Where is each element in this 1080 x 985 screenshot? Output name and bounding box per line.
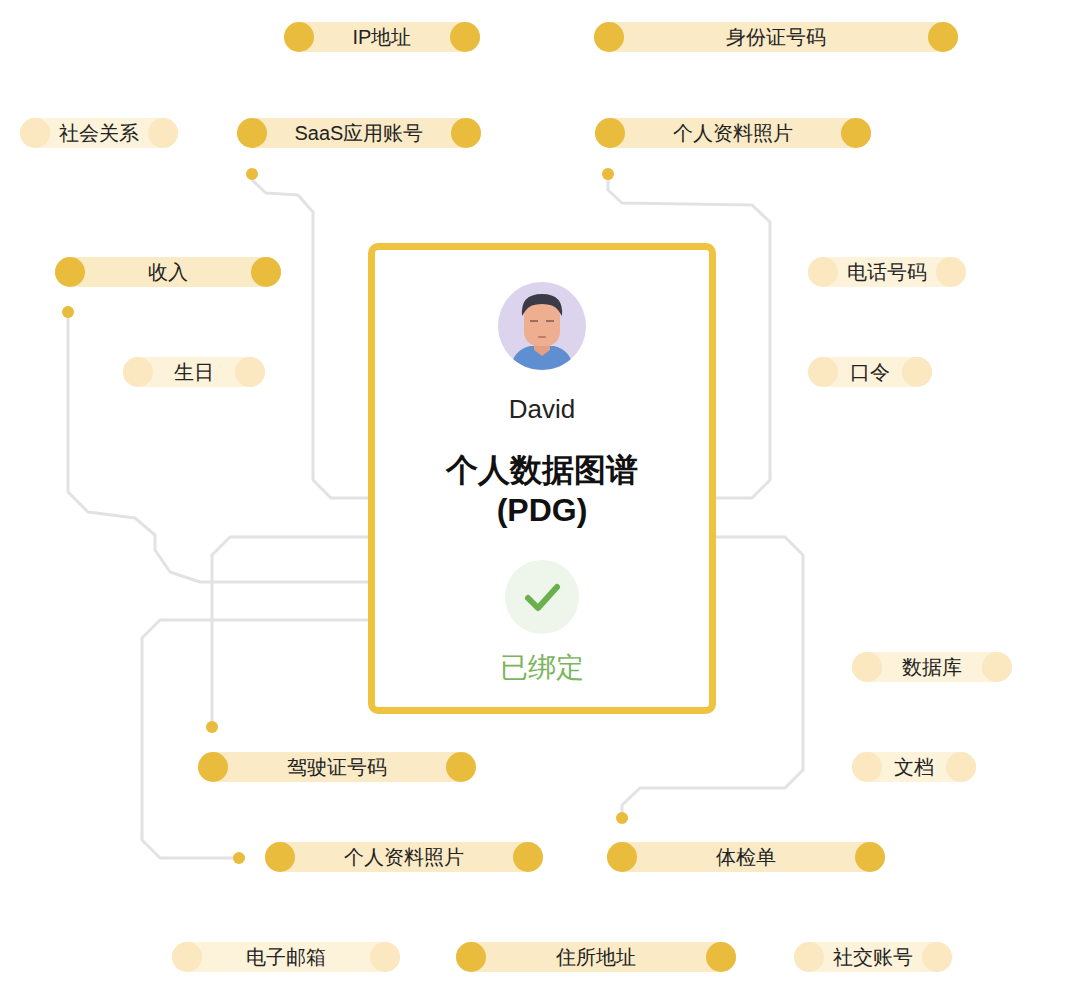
pill-end-dot [928,22,958,52]
data-pill: 文档 [852,752,976,782]
data-pill: 个人资料照片 [595,118,871,148]
data-pill: 电子邮箱 [172,942,400,972]
pill-end-dot [794,942,824,972]
pill-end-dot [123,357,153,387]
pill-end-dot [852,752,882,782]
connector-line [142,620,368,858]
data-pill: 数据库 [852,652,1012,682]
pill-end-dot [251,257,281,287]
data-pill: 口令 [808,357,932,387]
pill-end-dot [237,118,267,148]
pill-end-dot [446,752,476,782]
pill-end-dot [284,22,314,52]
connector-end-dot [233,852,245,864]
pill-end-dot [451,118,481,148]
data-pill: SaaS应用账号 [237,118,481,148]
pill-label: 电子邮箱 [172,942,400,972]
data-pill: 个人资料照片 [265,842,543,872]
pill-end-dot [841,118,871,148]
pill-end-dot [198,752,228,782]
data-pill: 生日 [123,357,265,387]
pill-end-dot [172,942,202,972]
pill-end-dot [607,842,637,872]
pill-end-dot [265,842,295,872]
pill-label: IP地址 [284,22,480,52]
data-pill: 体检单 [607,842,885,872]
bound-status: 已绑定 [375,650,709,685]
pill-label: 个人资料照片 [595,118,871,148]
pill-label: 身份证号码 [594,22,958,52]
pill-end-dot [370,942,400,972]
pill-end-dot [902,357,932,387]
connector-end-dot [616,812,628,824]
pill-end-dot [936,257,966,287]
pill-label: 电话号码 [808,257,966,287]
graph-title: 个人数据图谱 (PDG) [417,450,667,530]
pill-end-dot [706,942,736,972]
connector [246,168,368,498]
person-name: David [375,393,709,426]
connector [206,537,368,733]
pill-end-dot [982,652,1012,682]
pill-end-dot [855,842,885,872]
connector-end-dot [206,721,218,733]
data-pill: 身份证号码 [594,22,958,52]
data-pill: 社交账号 [794,942,952,972]
connector-end-dot [62,306,74,318]
pill-end-dot [20,118,50,148]
pill-label: 社会关系 [20,118,178,148]
data-pill: 收入 [55,257,281,287]
pill-label: 社交账号 [794,942,952,972]
pill-end-dot [55,257,85,287]
pill-label: 文档 [852,752,976,782]
connector-end-dot [246,168,258,180]
pill-label: SaaS应用账号 [237,118,481,148]
pill-end-dot [808,257,838,287]
pill-end-dot [235,357,265,387]
connector [62,306,368,582]
pill-label: 驾驶证号码 [198,752,476,782]
pill-end-dot [922,942,952,972]
connector [142,620,368,864]
data-pill: IP地址 [284,22,480,52]
data-pill: 住所地址 [456,942,736,972]
connector-line [212,537,368,727]
data-pill: 电话号码 [808,257,966,287]
pill-end-dot [513,842,543,872]
data-pill: 社会关系 [20,118,178,148]
pill-end-dot [456,942,486,972]
pill-end-dot [450,22,480,52]
pill-label: 数据库 [852,652,1012,682]
profile-card: David 个人数据图谱 (PDG) 已绑定 [368,243,716,714]
connector-line [68,312,368,582]
pill-label: 住所地址 [456,942,736,972]
pill-end-dot [808,357,838,387]
avatar-illustration [496,280,588,372]
pill-end-dot [594,22,624,52]
pill-end-dot [595,118,625,148]
pill-label: 体检单 [607,842,885,872]
pill-label: 口令 [808,357,932,387]
data-pill: 驾驶证号码 [198,752,476,782]
pill-end-dot [148,118,178,148]
pill-label: 个人资料照片 [265,842,543,872]
connector-line [252,174,368,498]
pill-end-dot [852,652,882,682]
pill-label: 收入 [55,257,281,287]
pill-label: 生日 [123,357,265,387]
pill-end-dot [946,752,976,782]
connector-end-dot [602,168,614,180]
check-badge [504,559,580,635]
